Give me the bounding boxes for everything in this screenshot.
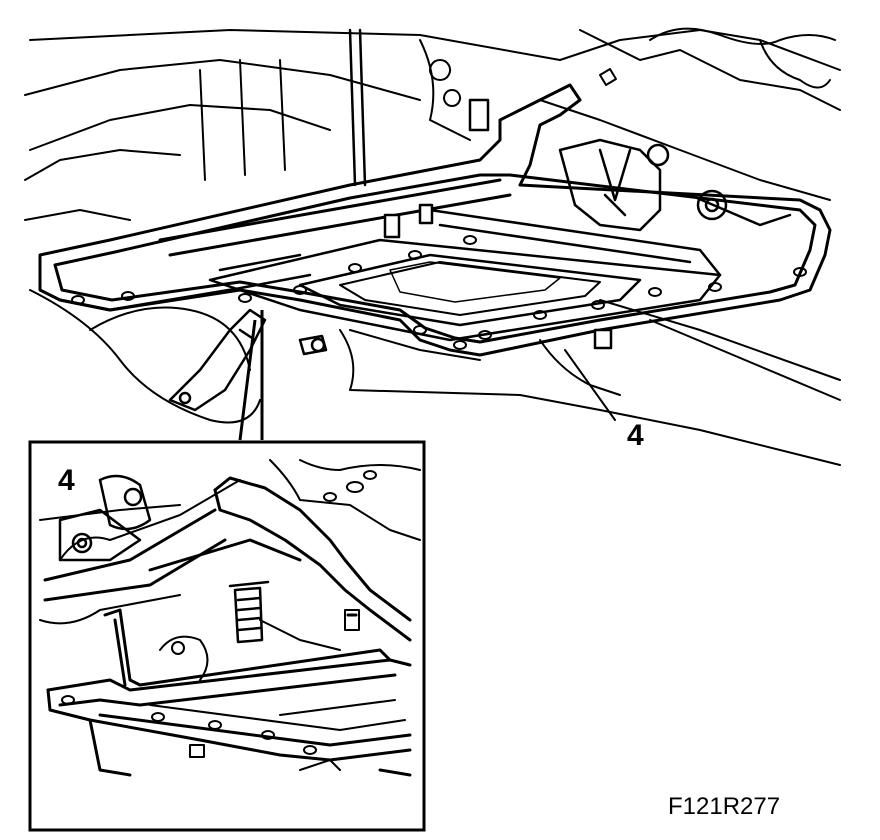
engine-block-background (24, 27, 841, 466)
inset-screw (228, 580, 270, 644)
mount-bracket (558, 138, 792, 232)
studs (298, 98, 613, 356)
callout-label-inset: 4 (58, 464, 75, 497)
inset-detail (28, 440, 426, 832)
inset-connector (238, 310, 264, 441)
figure-code: F121R277 (668, 793, 780, 820)
oil-pan-inner (208, 208, 722, 342)
inset-oil-pan (46, 608, 412, 777)
flange-bolts (71, 235, 807, 350)
inset-fitting (58, 474, 152, 562)
callout-label-main: 4 (627, 419, 644, 452)
main-view (24, 27, 841, 466)
inset-crossmember (43, 476, 412, 642)
inset-frame (28, 440, 426, 832)
callout-main-leader (564, 349, 616, 421)
